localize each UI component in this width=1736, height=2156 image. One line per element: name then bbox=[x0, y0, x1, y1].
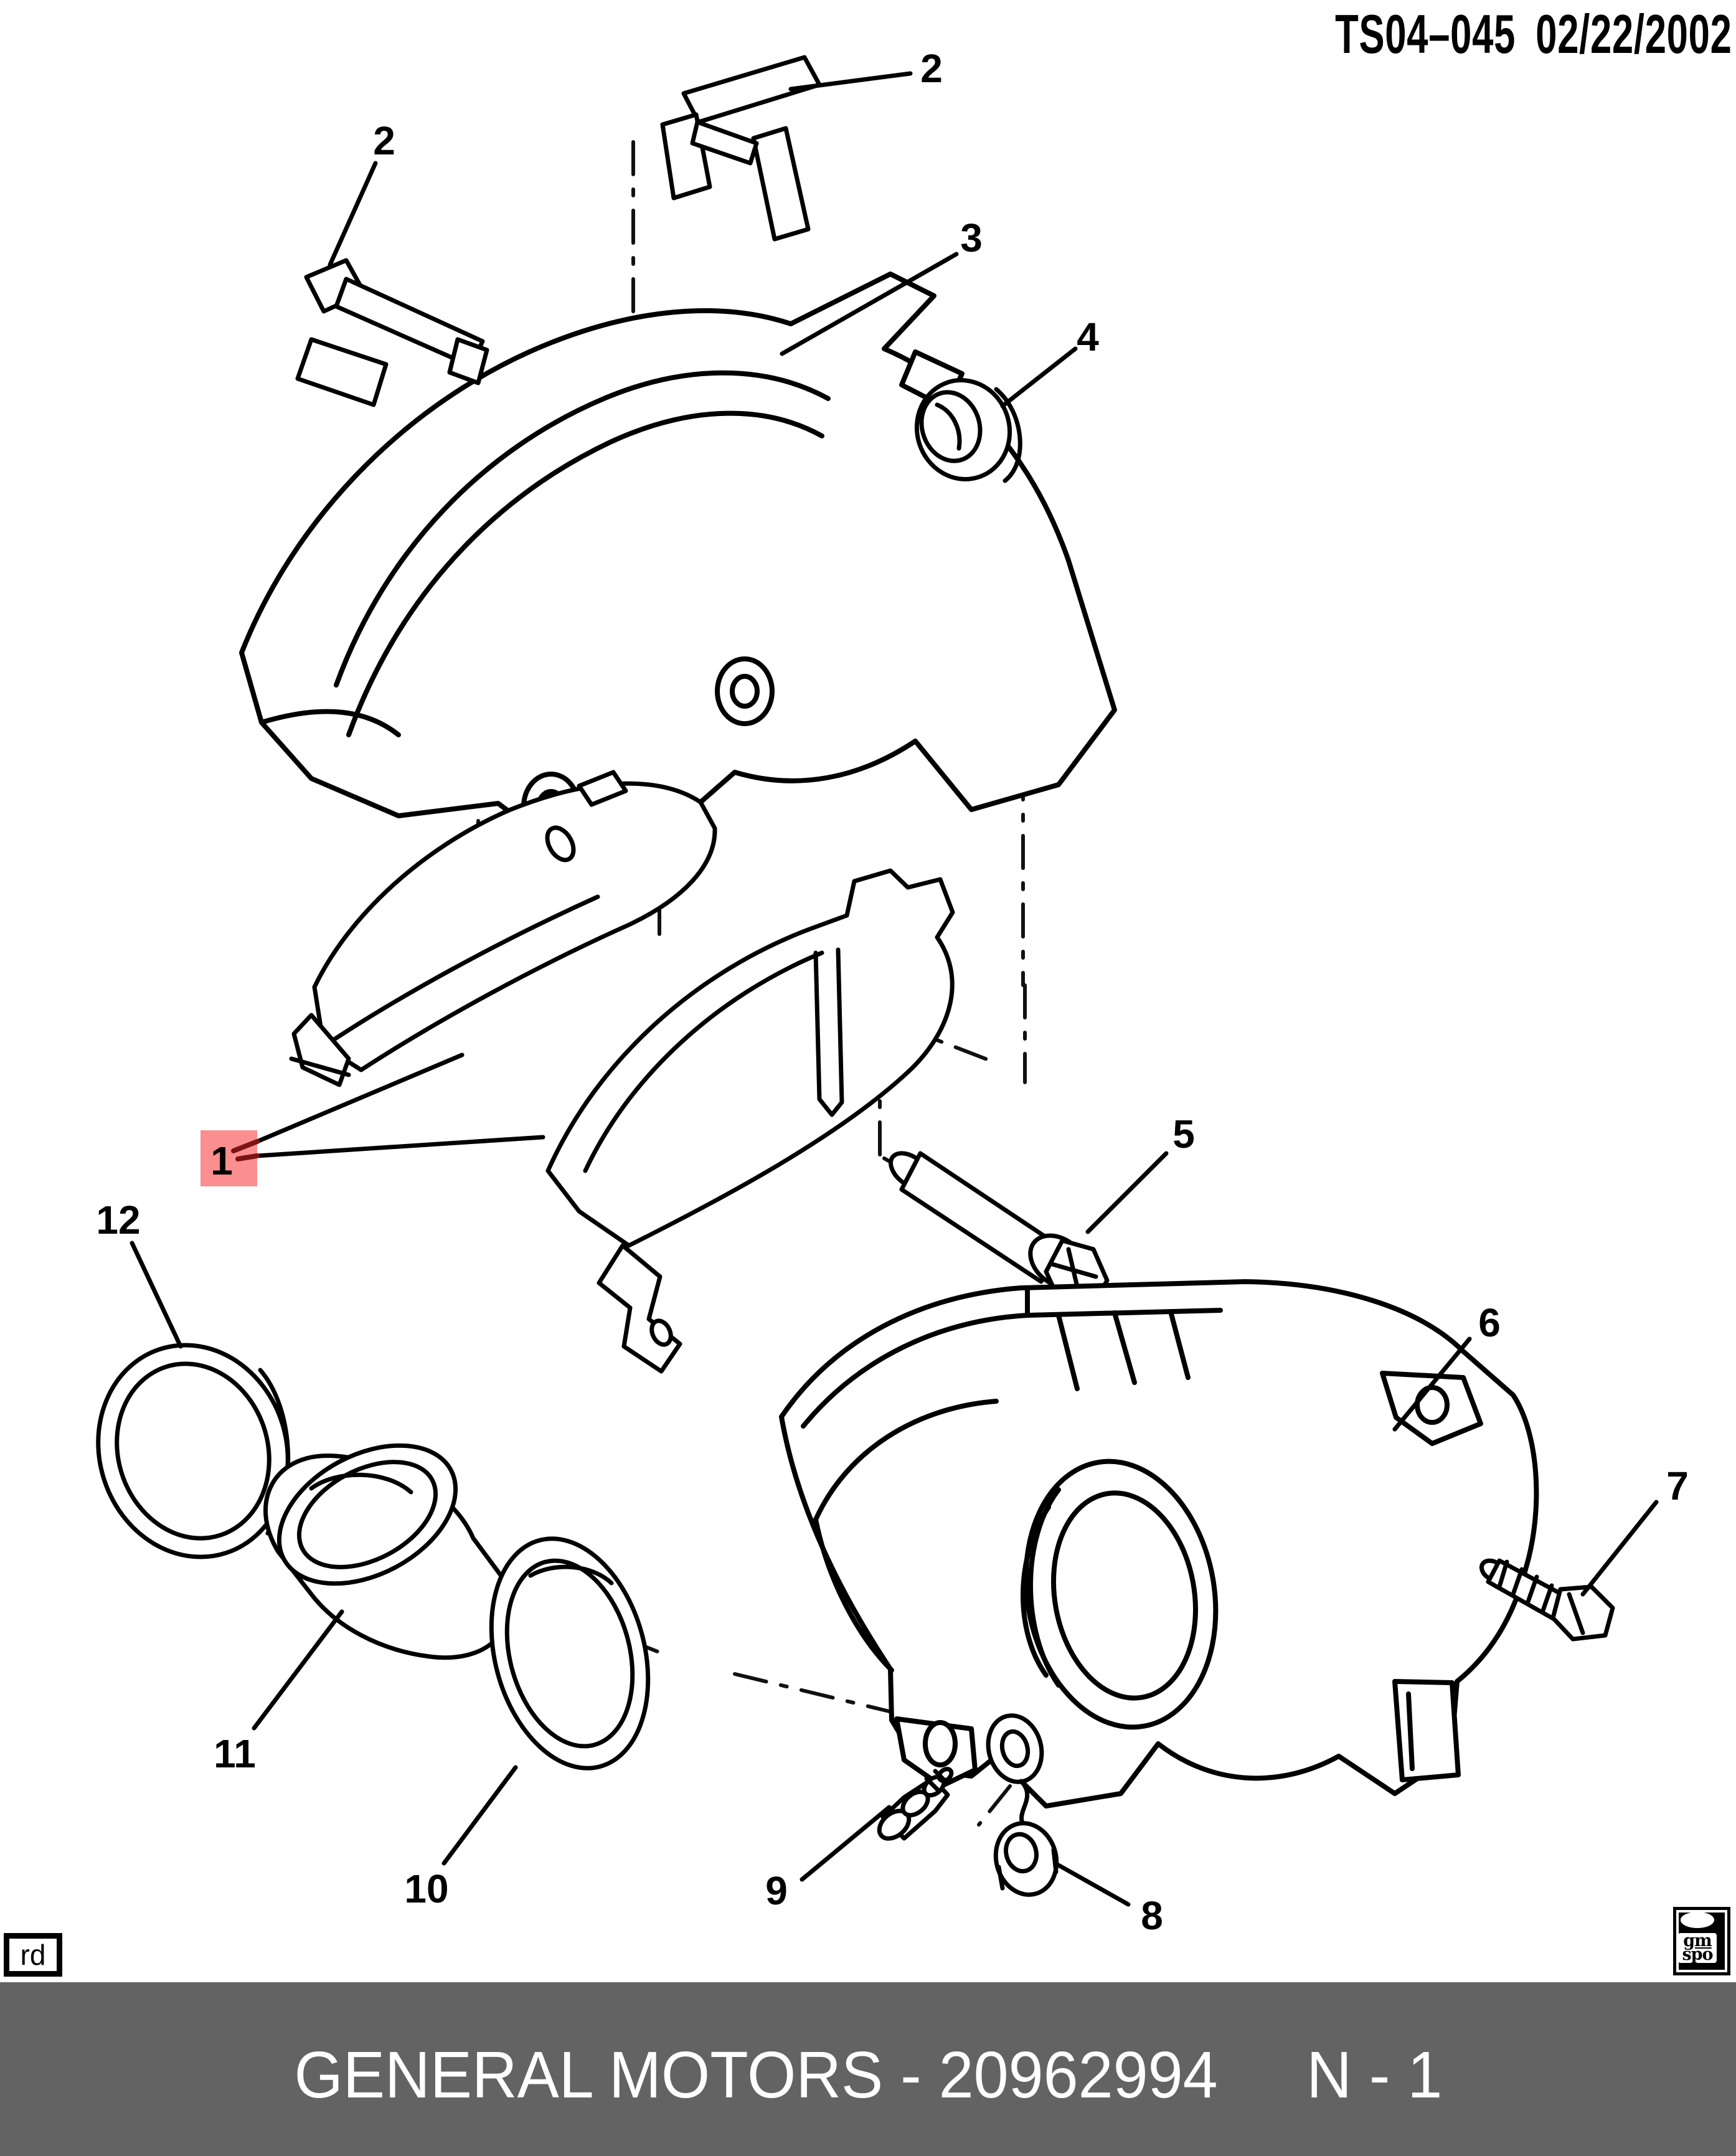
guide-pin-bushing-illustration bbox=[914, 378, 1022, 483]
mounting-bolt-illustration bbox=[1479, 1558, 1615, 1642]
gm-spo-logo-oval bbox=[1681, 1912, 1714, 1928]
callout-3[interactable]: 3 bbox=[960, 215, 983, 260]
callout-11[interactable]: 11 bbox=[214, 1731, 256, 1776]
gm-spo-logo-gm: gm bbox=[1683, 1931, 1712, 1950]
footer-text: GENERAL MOTORS - 20962994 N - 1 bbox=[294, 2038, 1442, 2113]
gm-spo-logo: gm spo bbox=[1673, 1907, 1730, 1975]
callout-8[interactable]: 8 bbox=[1141, 1893, 1163, 1938]
callout-2-top[interactable]: 2 bbox=[920, 46, 943, 91]
caliper-housing-illustration bbox=[779, 1279, 1539, 1808]
callout-6[interactable]: 6 bbox=[1478, 1300, 1501, 1345]
piston-illustration bbox=[263, 1443, 512, 1660]
callout-10[interactable]: 10 bbox=[404, 1866, 448, 1911]
selected-callout-highlight[interactable]: 1 bbox=[200, 1130, 260, 1186]
pad-retainer-clip-top-illustration bbox=[660, 55, 822, 242]
footer-page-ref: N - 1 bbox=[1306, 2038, 1442, 2112]
washer-nut-illustration bbox=[986, 1713, 1059, 1897]
document-date: 02/22/2002 bbox=[1536, 3, 1732, 65]
callout-4[interactable]: 4 bbox=[1077, 314, 1099, 359]
piston-boot-illustration bbox=[489, 1536, 651, 1771]
gm-spo-logo-text: gm spo bbox=[1678, 1931, 1717, 1964]
rd-stamp-label: rd bbox=[20, 1939, 46, 1971]
bleeder-valve-illustration bbox=[877, 1767, 954, 1841]
callout-9[interactable]: 9 bbox=[765, 1868, 788, 1913]
callout-12[interactable]: 12 bbox=[96, 1198, 140, 1242]
piston-seal-illustration bbox=[96, 1343, 291, 1559]
footer-bar: GENERAL MOTORS - 20962994 N - 1 bbox=[0, 1982, 1736, 2156]
brake-pad-outer-illustration bbox=[289, 770, 717, 1087]
document-header: TS04–045 02/22/2002 bbox=[1336, 2, 1732, 66]
callout-1[interactable]: 1 bbox=[210, 1138, 233, 1183]
callout-2-left[interactable]: 2 bbox=[373, 118, 395, 163]
footer-title: GENERAL MOTORS - 20962994 bbox=[294, 2038, 1218, 2112]
callout-5[interactable]: 5 bbox=[1172, 1112, 1195, 1156]
callout-7[interactable]: 7 bbox=[1666, 1463, 1689, 1508]
brake-pad-inner-illustration bbox=[545, 868, 955, 1374]
pad-retainer-clip-left-illustration bbox=[295, 258, 489, 407]
rd-stamp: rd bbox=[4, 1933, 62, 1977]
callout-leaders bbox=[130, 71, 1659, 1907]
callout-labels: 2 2 3 4 5 6 7 8 9 10 11 12 bbox=[96, 46, 1688, 1938]
gm-spo-logo-spo: spo bbox=[1682, 1945, 1713, 1964]
document-code: TS04–045 bbox=[1335, 3, 1516, 65]
